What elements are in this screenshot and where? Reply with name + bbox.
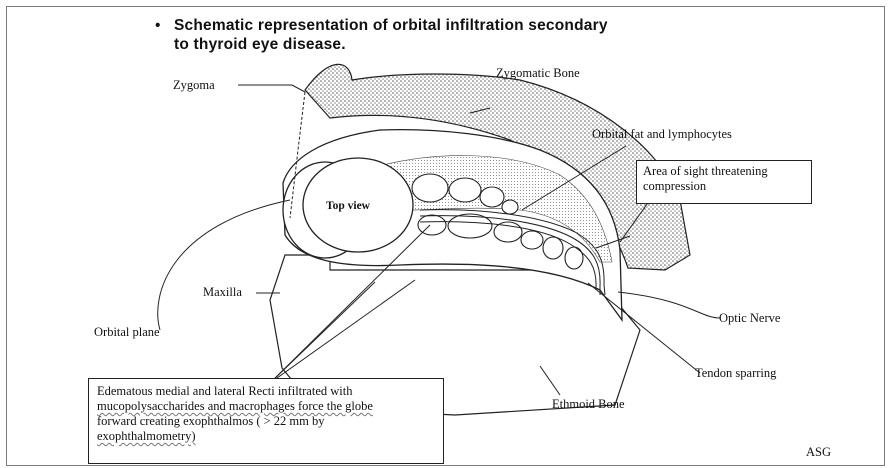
label-ethmoid-bone: Ethmoid Bone [552,397,625,412]
recti-line-3: forward creating exophthalmos ( > 22 mm … [97,414,435,429]
recti-line-1: Edematous medial and lateral Recti infil… [97,384,435,399]
label-orbital-fat: Orbital fat and lymphocytes [592,127,732,142]
label-zygomatic-bone: Zygomatic Bone [496,66,580,81]
label-optic-nerve: Optic Nerve [719,311,780,326]
recti-line-4: exophthalmometry) [97,429,435,444]
recti-line-2: mucopolysaccharides and macrophages forc… [97,399,435,414]
label-maxilla: Maxilla [203,285,242,300]
label-top-view: Top view [326,200,370,212]
label-zygoma: Zygoma [173,78,215,93]
label-tendon-sparring: Tendon sparring [695,366,776,381]
recti-callout: Edematous medial and lateral Recti infil… [88,378,444,464]
compression-callout: Area of sight threatening compression [636,160,812,204]
compression-text: Area of sight threatening compression [643,164,768,193]
label-orbital-plane: Orbital plane [94,325,160,340]
label-author: ASG [806,445,831,460]
